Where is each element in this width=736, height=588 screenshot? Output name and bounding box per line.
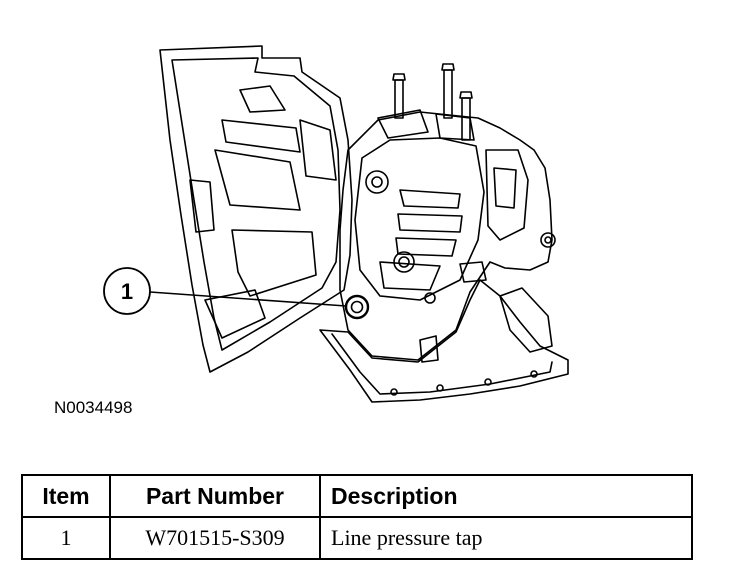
stud-2 [443, 69, 453, 119]
figure-id: N0034498 [54, 398, 133, 417]
side-bracket [499, 287, 553, 353]
table-header-row: Item Part Number Description [21, 474, 693, 518]
callout-leader [149, 291, 347, 307]
cell-part-number: W701515-S309 [109, 516, 321, 560]
cell-description: Line pressure tap [319, 516, 693, 560]
header-item: Item [21, 474, 111, 518]
transaxle-illustration: 1 [103, 45, 569, 403]
oil-pan [319, 279, 569, 403]
line-pressure-tap [344, 294, 370, 320]
stud-1 [394, 79, 404, 119]
callout-number: 1 [121, 279, 133, 304]
stud-3 [461, 97, 471, 141]
transmission-case [339, 111, 553, 361]
parts-table: Item Part Number Description 1 W701515-S… [21, 474, 693, 560]
callout-circle [103, 267, 151, 315]
header-part-number: Part Number [109, 474, 321, 518]
bell-housing [159, 45, 353, 373]
cell-item: 1 [21, 516, 111, 560]
table-row: 1 W701515-S309 Line pressure tap [21, 516, 693, 560]
header-description: Description [319, 474, 693, 518]
